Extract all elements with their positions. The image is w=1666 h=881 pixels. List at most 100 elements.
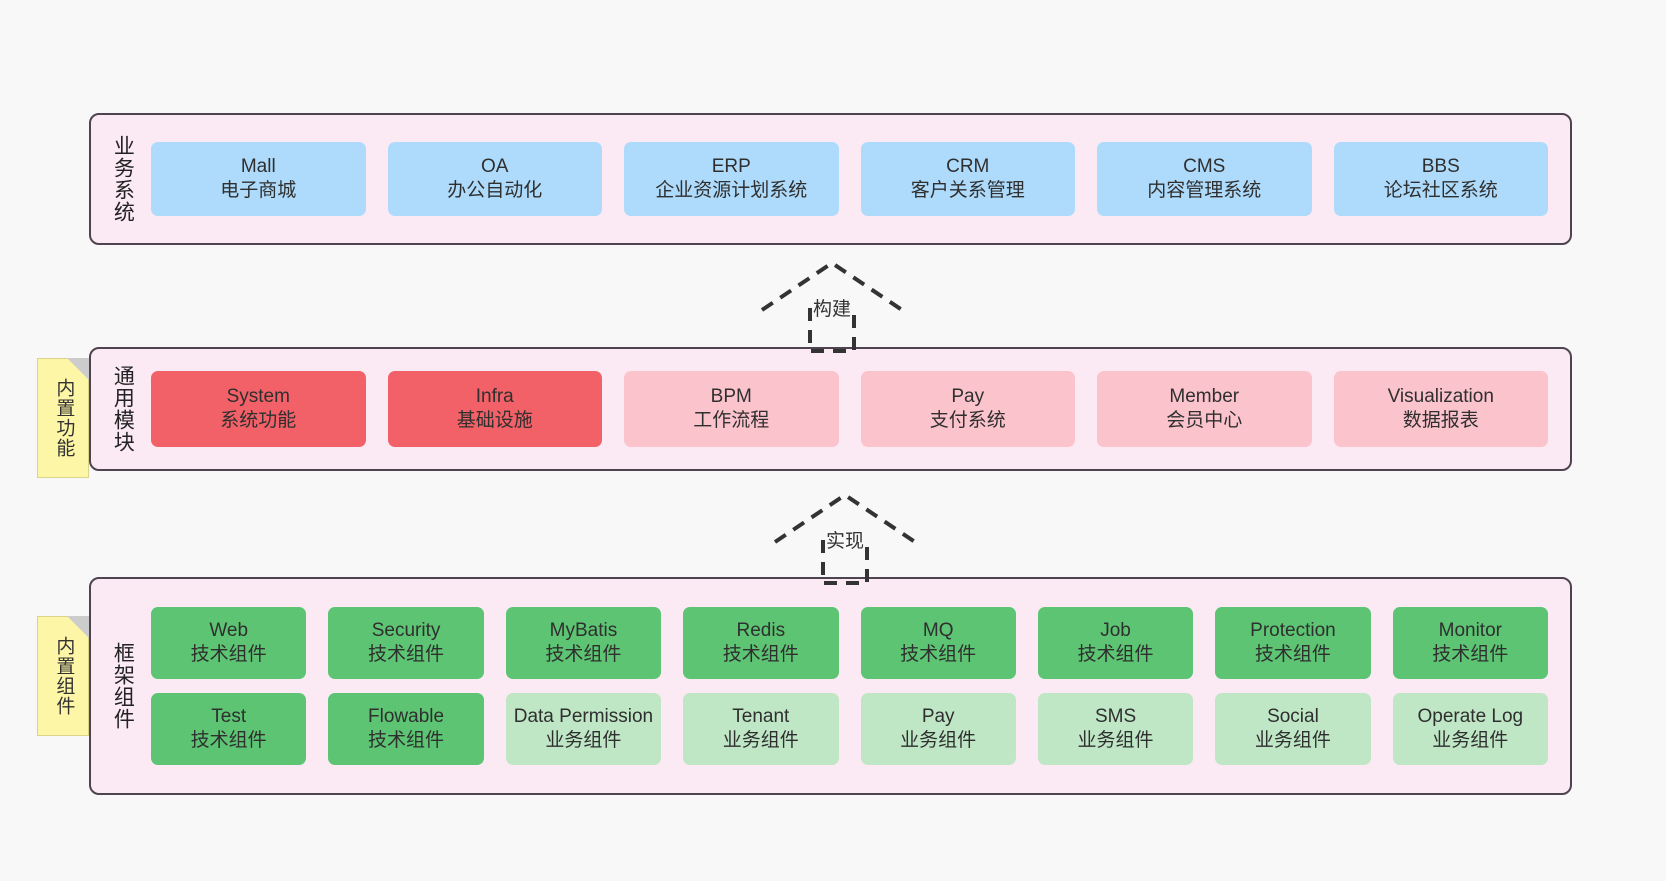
node-title: Protection [1250,620,1336,642]
node-subtitle: 技术组件 [1077,644,1154,665]
node-subtitle: 业务组件 [1077,730,1154,751]
node-job[interactable]: Job 技术组件 [1037,607,1194,679]
node-security[interactable]: Security 技术组件 [328,607,484,679]
node-subtitle: 工作流程 [693,410,770,431]
node-subtitle: 技术组件 [545,644,622,665]
layer-cells-business-system: Mall 电子商城 OA 办公自动化 ERP 企业资源计划系统 CRM 客户关系… [145,115,1570,243]
node-subtitle: 客户关系管理 [910,180,1025,201]
node-subtitle: 企业资源计划系统 [655,180,808,201]
node-subtitle: 技术组件 [368,730,445,751]
node-infra[interactable]: Infra 基础设施 [387,371,602,447]
node-subtitle: 基础设施 [456,410,533,431]
node-title: ERP [711,156,751,178]
cell-row: System 系统功能 Infra 基础设施 BPM 工作流程 Pay 支付系统… [151,371,1548,447]
node-crm[interactable]: CRM 客户关系管理 [860,142,1075,216]
node-title: SMS [1094,706,1137,728]
node-web[interactable]: Web 技术组件 [151,607,307,679]
node-title: Pay [921,706,955,728]
node-monitor[interactable]: Monitor 技术组件 [1392,607,1548,679]
node-visualization[interactable]: Visualization 数据报表 [1333,371,1548,447]
note-builtin-component[interactable]: 内置组件 [37,616,89,736]
node-subtitle: 技术组件 [1254,644,1331,665]
node-member[interactable]: Member 会员中心 [1097,371,1312,447]
node-bbs[interactable]: BBS 论坛社区系统 [1333,142,1548,216]
cell-row: Web 技术组件 Security 技术组件 MyBatis 技术组件 Redi… [151,607,1548,679]
node-subtitle: 业务组件 [1432,730,1509,751]
node-title: Mall [240,156,276,178]
node-flowable[interactable]: Flowable 技术组件 [328,693,484,765]
node-title: Member [1169,386,1240,408]
node-title: Monitor [1438,620,1502,642]
node-subtitle: 内容管理系统 [1147,180,1262,201]
node-tenant[interactable]: Tenant 业务组件 [683,693,839,765]
node-title: Social [1267,706,1319,728]
layer-title-business-system: 业务系统 [111,135,135,223]
node-title: Redis [736,620,786,642]
node-title: BPM [710,386,752,408]
node-title: Visualization [1387,386,1494,408]
node-title: CRM [946,156,990,178]
node-subtitle: 业务组件 [722,730,799,751]
cell-row: Test 技术组件 Flowable 技术组件 Data Permission … [151,693,1548,765]
cell-row: Mall 电子商城 OA 办公自动化 ERP 企业资源计划系统 CRM 客户关系… [151,142,1548,216]
node-subtitle: 技术组件 [190,644,267,665]
node-title: MQ [922,620,954,642]
node-social[interactable]: Social 业务组件 [1215,693,1371,765]
node-subtitle: 技术组件 [900,644,977,665]
node-title: Data Permission [513,706,654,728]
note-builtin-function[interactable]: 内置功能 [37,358,89,478]
node-protection[interactable]: Protection 技术组件 [1215,607,1371,679]
node-sms[interactable]: SMS 业务组件 [1037,693,1194,765]
node-title: Flowable [368,706,445,728]
node-subtitle: 业务组件 [545,730,622,751]
node-mall[interactable]: Mall 电子商城 [151,142,366,216]
node-subtitle: 电子商城 [220,180,297,201]
node-redis[interactable]: Redis 技术组件 [683,607,839,679]
node-subtitle: 技术组件 [722,644,799,665]
node-erp[interactable]: ERP 企业资源计划系统 [624,142,839,216]
node-cms[interactable]: CMS 内容管理系统 [1097,142,1312,216]
node-title: Tenant [732,706,790,728]
node-subtitle: 系统功能 [220,410,297,431]
connector-implement: 实现 [770,490,920,586]
node-title: MyBatis [549,620,618,642]
node-subtitle: 论坛社区系统 [1383,180,1498,201]
node-title: OA [481,156,509,178]
note-label: 内置功能 [53,378,75,458]
node-title: Web [209,620,249,642]
node-system[interactable]: System 系统功能 [151,371,366,447]
layer-title-common-module: 通用模块 [111,365,135,453]
dashed-generalization-arrow-icon [773,492,917,585]
layer-cells-common-module: System 系统功能 Infra 基础设施 BPM 工作流程 Pay 支付系统… [145,349,1570,469]
node-operate-log[interactable]: Operate Log 业务组件 [1392,693,1548,765]
layer-cells-framework-component: Web 技术组件 Security 技术组件 MyBatis 技术组件 Redi… [145,579,1570,793]
node-title: System [226,386,290,408]
node-subtitle: 业务组件 [1254,730,1331,751]
node-title: Pay [951,386,985,408]
node-title: BBS [1421,156,1460,178]
node-mybatis[interactable]: MyBatis 技术组件 [505,607,662,679]
node-subtitle: 会员中心 [1166,410,1243,431]
node-data-permission[interactable]: Data Permission 业务组件 [505,693,662,765]
node-title: Operate Log [1417,706,1524,728]
node-subtitle: 办公自动化 [447,180,543,201]
node-subtitle: 技术组件 [368,644,445,665]
node-title: Job [1100,620,1131,642]
node-pay[interactable]: Pay 支付系统 [860,371,1075,447]
node-subtitle: 技术组件 [190,730,267,751]
layer-title-framework-component: 框架组件 [111,642,135,730]
node-oa[interactable]: OA 办公自动化 [387,142,602,216]
node-title: Test [211,706,247,728]
node-mq[interactable]: MQ 技术组件 [860,607,1016,679]
node-bpm[interactable]: BPM 工作流程 [624,371,839,447]
layer-common-module[interactable]: 通用模块 System 系统功能 Infra 基础设施 BPM 工作流程 Pay… [89,347,1572,471]
layer-framework-component[interactable]: 框架组件 Web 技术组件 Security 技术组件 MyBatis 技术组件… [89,577,1572,795]
node-pay-business[interactable]: Pay 业务组件 [860,693,1016,765]
node-subtitle: 业务组件 [900,730,977,751]
node-test[interactable]: Test 技术组件 [151,693,307,765]
node-subtitle: 数据报表 [1402,410,1479,431]
layer-business-system[interactable]: 业务系统 Mall 电子商城 OA 办公自动化 ERP 企业资源计划系统 CRM… [89,113,1572,245]
node-subtitle: 技术组件 [1432,644,1509,665]
node-title: Infra [475,386,514,408]
